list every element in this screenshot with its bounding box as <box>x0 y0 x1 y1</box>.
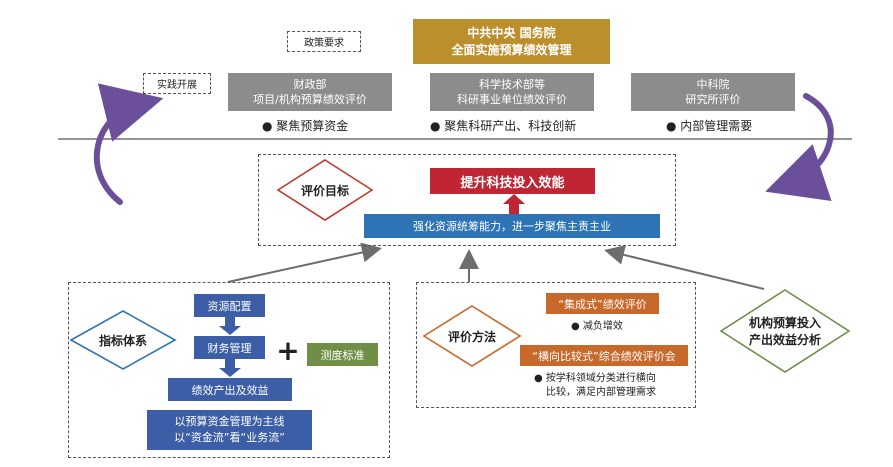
org-box-most: 科学技术部等 科研事业单位绩效评价 <box>430 73 594 111</box>
method-integrated-point: ● 减负增效 <box>571 321 623 332</box>
org-most-line-2: 科研事业单位绩效评价 <box>457 93 567 106</box>
method-diamond <box>422 305 522 367</box>
org-most-focus: ● 聚焦科研产出、科技创新 <box>430 119 577 133</box>
method-horizontal-box: “横向比较式”综合绩效评价会 <box>520 345 688 366</box>
plus-icon: + <box>276 333 300 367</box>
goal-container <box>258 154 676 246</box>
measure-standard-box: 测度标准 <box>307 343 378 366</box>
up-arrow <box>503 194 525 214</box>
indicator-to-goal-arrow <box>227 242 382 283</box>
org-cas-line-1: 中科院 <box>696 78 730 91</box>
method-container <box>416 282 696 408</box>
indicator-label: 指标体系 <box>98 333 147 348</box>
practice-tag: 实践开展 <box>143 73 211 94</box>
method-integrated-box: “集成式”绩效评价 <box>546 293 659 314</box>
goal-base-box: 强化资源统筹能力，进一步聚焦主责主业 <box>364 214 660 238</box>
analysis-label: 机构预算投入 产出效益分析 <box>731 315 839 349</box>
bullet-dot-icon: ● <box>262 119 277 133</box>
org-cas-focus: ● 内部管理需要 <box>666 119 753 133</box>
bullet-dot-icon: ● <box>666 119 681 133</box>
org-mof-line-1: 财政部 <box>293 78 327 91</box>
goal-diamond <box>276 159 374 221</box>
indicator-diamond <box>69 310 177 370</box>
return-curved-arrow <box>765 93 834 202</box>
policy-requirement-tag: 政策要求 <box>287 31 361 52</box>
org-most-line-1: 科学技术部等 <box>479 78 545 91</box>
step-down-arrow-2 <box>219 359 241 377</box>
indicator-container <box>68 282 390 458</box>
indicator-summary-box: 以预算资金管理为主线 以“资金流”看“业务流” <box>147 410 312 450</box>
summary-line-2: 以“资金流”看“业务流” <box>174 431 285 444</box>
step-down-arrow-1 <box>219 317 241 335</box>
org-cas-line-2: 研究所评价 <box>685 93 741 106</box>
method-label: 评价方法 <box>447 329 496 344</box>
method-horizontal-point: ● 按学科领域分类进行横向 比较，满足内部管理需求 <box>534 373 656 398</box>
central-line-1: 中共中央 国务院 <box>467 25 556 40</box>
analysis-line-1: 机构预算投入 <box>748 316 821 330</box>
step-finance: 财务管理 <box>194 336 265 359</box>
step-resource: 资源配置 <box>194 294 265 317</box>
summary-line-1: 以预算资金管理为主线 <box>174 415 285 428</box>
analysis-diamond <box>719 289 851 373</box>
analysis-to-goal-arrow <box>604 245 765 290</box>
central-line-2: 全面实施预算绩效管理 <box>451 42 572 57</box>
bullet-dot-icon: ● <box>430 119 445 133</box>
goal-target-box: 提升科技投入效能 <box>430 168 595 194</box>
practice-curved-arrow <box>93 83 164 205</box>
bullet-dot-icon: ● <box>571 321 583 332</box>
goal-label: 评价目标 <box>300 183 349 198</box>
org-mof-focus: ● 聚焦预算资金 <box>262 119 349 133</box>
central-policy-box: 中共中央 国务院 全面实施预算绩效管理 <box>413 19 610 64</box>
step-output: 绩效产出及效益 <box>168 378 292 401</box>
org-box-cas: 中科院 研究所评价 <box>631 73 795 111</box>
analysis-line-2: 产出效益分析 <box>748 333 821 347</box>
org-mof-line-2: 项目/机构预算绩效评价 <box>253 93 367 106</box>
org-box-mof: 财政部 项目/机构预算绩效评价 <box>228 73 392 111</box>
bullet-dot-icon: ● <box>534 373 546 384</box>
